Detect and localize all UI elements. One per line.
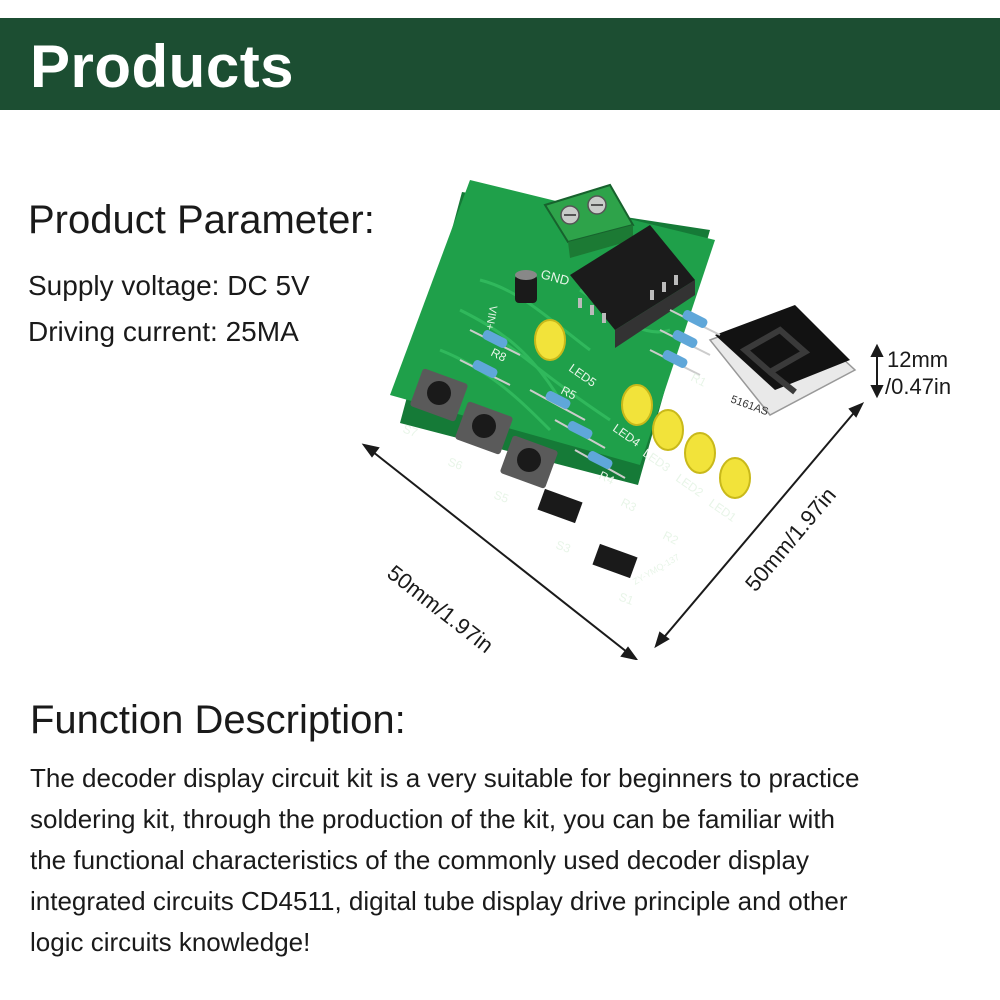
led-icon — [534, 319, 566, 361]
header-banner: Products — [0, 18, 1000, 110]
description-line: logic circuits knowledge! — [30, 927, 311, 957]
board-label-r3: R3 — [619, 495, 639, 515]
board-label-vin: VIN+ — [483, 304, 499, 330]
led-icon — [684, 432, 716, 474]
parameters-heading: Product Parameter: — [28, 198, 375, 242]
description-line: The decoder display circuit kit is a ver… — [30, 763, 860, 793]
description-line: the functional characteristics of the co… — [30, 845, 809, 875]
resistor-icon — [659, 329, 711, 356]
push-button-icon — [455, 401, 513, 455]
product-image: GND VIN+ 5161AS — [350, 180, 1000, 661]
height-dimension-label-1: 12mm — [887, 347, 949, 372]
circuit-board-illustration: GND VIN+ 5161AS — [361, 180, 884, 661]
function-description: The decoder display circuit kit is a ver… — [30, 758, 960, 963]
push-button-icon — [410, 368, 468, 422]
jumper-icon — [537, 488, 638, 579]
board-label-led2: LED2 — [673, 471, 706, 500]
capacitor-icon — [515, 270, 537, 303]
board-label-s3: S3 — [554, 538, 573, 556]
board-label-led1: LED1 — [706, 496, 739, 525]
resistor-icon — [459, 359, 511, 386]
height-dimension-label-2: /0.47in — [885, 374, 952, 399]
pcb-traces — [439, 278, 671, 432]
led-icon — [719, 457, 751, 499]
board-label-gnd: GND — [539, 266, 571, 288]
terminal-block-icon — [543, 183, 635, 258]
board-label-r8: R8 — [489, 345, 509, 365]
dimension-arrow-icon — [654, 402, 865, 649]
function-heading: Function Description: — [30, 698, 406, 742]
resistor-array — [459, 309, 721, 479]
resistor-icon — [469, 329, 521, 356]
dimension-arrow-icon — [870, 343, 884, 399]
board-label-s6: S6 — [446, 455, 465, 473]
dimension-arrow-icon — [361, 443, 639, 661]
board-label-s5: S5 — [492, 488, 511, 506]
ic-chip-icon — [570, 225, 695, 348]
resistor-icon — [649, 349, 701, 376]
supply-voltage: Supply voltage: DC 5V — [28, 270, 310, 301]
description-line: integrated circuits CD4511, digital tube… — [30, 886, 848, 916]
resistor-icon — [529, 389, 586, 421]
board-label-s7: S7 — [401, 422, 420, 440]
resistor-icon — [669, 309, 721, 336]
led-icon — [652, 409, 684, 451]
board-label-r4: R4 — [597, 468, 617, 488]
board-label-model: ZY-YMQ-137 — [631, 552, 681, 587]
driving-current: Driving current: 25MA — [28, 316, 299, 347]
led-icon — [621, 384, 653, 426]
resistor-icon — [574, 449, 626, 479]
description-line: soldering kit, through the production of… — [30, 804, 835, 834]
push-button-icon — [500, 435, 558, 489]
seven-segment-display-icon: 5161AS — [708, 305, 857, 418]
page-title: Products — [30, 33, 295, 100]
board-label-r1: R1 — [689, 370, 709, 390]
board-label-s1: S1 — [617, 590, 636, 608]
board-label-r5: R5 — [559, 383, 579, 403]
board-label-r2: R2 — [661, 528, 681, 548]
resistor-icon — [554, 419, 606, 449]
